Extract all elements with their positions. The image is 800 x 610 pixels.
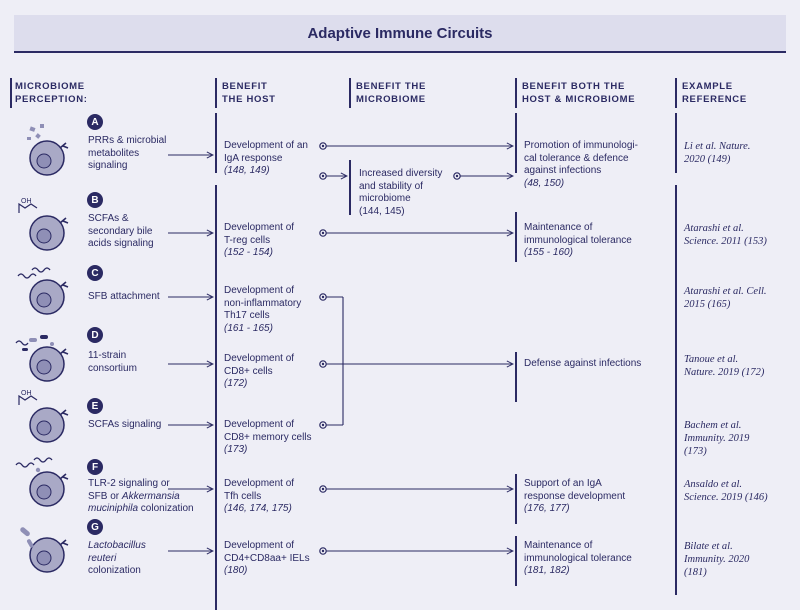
column-divider <box>515 536 517 586</box>
perception-g: Lactobacillus reuteri colonization <box>88 540 146 576</box>
node-dot <box>321 423 325 427</box>
sidechain-label-e: OH <box>21 390 32 397</box>
sidechain-label-b: OH <box>21 198 32 205</box>
badge-a: A <box>87 114 103 130</box>
diagram-title: Adaptive Immune Circuits <box>307 24 493 42</box>
both-g: Maintenance of immunological tolerance (… <box>524 540 632 576</box>
node-dot <box>321 144 325 148</box>
badge-d: D <box>87 327 103 343</box>
cell-icon-f <box>15 457 69 507</box>
node-dot <box>321 362 325 366</box>
column-divider <box>515 113 517 173</box>
column-divider <box>349 160 351 215</box>
host-f: Development of Tfh cells (146, 174, 175) <box>224 478 295 514</box>
header-benefit-host: BENEFIT THE HOST <box>222 81 276 105</box>
column-divider <box>675 113 677 173</box>
column-divider <box>515 78 517 108</box>
header-example-reference: EXAMPLE REFERENCE <box>682 81 747 105</box>
column-divider <box>215 78 217 108</box>
header-perception: MICROBIOME PERCEPTION: <box>15 81 88 105</box>
badge-f: F <box>87 459 103 475</box>
host-a: Development of an IgA response (148, 149… <box>224 140 308 176</box>
host-e: Development of CD8+ memory cells (173) <box>224 419 312 455</box>
column-divider <box>675 185 677 595</box>
cell-icon-d <box>15 335 69 382</box>
node-dot <box>321 487 325 491</box>
node-dot <box>321 549 325 553</box>
cell-icon-g <box>20 527 69 573</box>
reference-b: Atarashi et al. Science. 2011 (153) <box>684 223 767 247</box>
badge-b: B <box>87 192 103 208</box>
title-bar: Adaptive Immune Circuits <box>14 15 786 53</box>
node-dot <box>321 231 325 235</box>
perception-a: PRRs & microbial metabolites signaling <box>88 135 167 171</box>
reference-a: Li et al. Nature. 2020 (149) <box>684 141 751 165</box>
reference-g: Bilate et al. Immunity. 2020 (181) <box>684 541 750 578</box>
header-benefit-both: BENEFIT BOTH THE HOST & MICROBIOME <box>522 81 636 105</box>
perception-f: TLR-2 signaling or SFB or Akkermansia mu… <box>88 478 194 514</box>
cell-icon-e <box>18 394 69 443</box>
reference-f: Ansaldo et al. Science. 2019 (146) <box>684 479 768 503</box>
cell-icon-c <box>17 267 69 315</box>
node-dot <box>321 174 325 178</box>
both-f: Support of an IgA response development (… <box>524 478 626 514</box>
host-g: Development of CD4+CD8aa+ IELs (180) <box>224 540 310 576</box>
node-dot <box>321 295 325 299</box>
both-a: Promotion of immunologi- cal tolerance &… <box>524 140 638 189</box>
column-divider <box>515 212 517 262</box>
column-divider <box>675 78 677 108</box>
perception-d: 11-strain consortium <box>88 350 137 374</box>
reference-d: Tanoue et al. Nature. 2019 (172) <box>684 354 765 378</box>
column-divider <box>515 474 517 524</box>
header-benefit-microbiome: BENEFIT THE MICROBIOME <box>356 81 426 105</box>
perception-e: SCFAs signaling <box>88 419 162 430</box>
reference-e: Bachem et al. Immunity. 2019 (173) <box>684 420 750 457</box>
microbiome-benefit: Increased diversity and stability of mic… <box>359 168 443 217</box>
both-b: Maintenance of immunological tolerance (… <box>524 222 632 258</box>
column-divider <box>10 78 12 108</box>
column-divider <box>215 185 217 610</box>
reference-c: Atarashi et al. Cell. 2015 (165) <box>684 286 767 310</box>
column-divider <box>349 78 351 108</box>
perception-c: SFB attachment <box>88 291 160 302</box>
column-divider <box>215 113 217 173</box>
host-c: Development of non-inflammatory Th17 cel… <box>224 285 302 334</box>
column-divider <box>515 352 517 402</box>
badge-e: E <box>87 398 103 414</box>
cell-icon-b <box>18 202 69 251</box>
cell-icon-a <box>27 124 69 176</box>
perception-b: SCFAs & secondary bile acids signaling <box>88 213 154 249</box>
badge-c: C <box>87 265 103 281</box>
both-cde: Defense against infections <box>524 358 642 369</box>
host-b: Development of T-reg cells (152 - 154) <box>224 222 295 258</box>
host-d: Development of CD8+ cells (172) <box>224 353 295 389</box>
node-dot <box>455 174 459 178</box>
badge-g: G <box>87 519 103 535</box>
